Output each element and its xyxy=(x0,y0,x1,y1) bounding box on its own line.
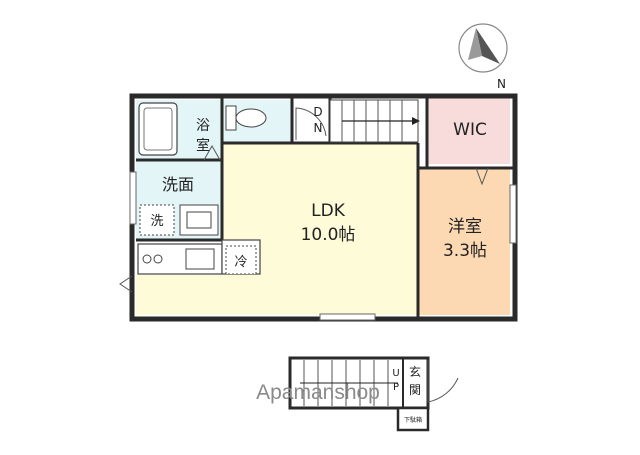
shoe-box xyxy=(396,406,430,432)
wic-area xyxy=(427,98,510,164)
entrance-label-line2: 関 xyxy=(409,383,421,397)
stove-icon xyxy=(142,254,163,264)
toilet-icon xyxy=(225,105,267,131)
ldk-area xyxy=(222,143,418,315)
door-swing-icon xyxy=(119,107,489,293)
kitchen-counter xyxy=(137,239,261,275)
entrance-door-swing xyxy=(427,360,459,403)
bath-label-line2: 室 xyxy=(196,137,210,154)
washer-space xyxy=(139,204,175,236)
stair-down-label-d: D xyxy=(313,105,322,119)
bath-label-line1: 浴 xyxy=(196,118,210,134)
ldk-size-label: 10.0帖 xyxy=(301,225,356,245)
windows xyxy=(129,171,517,321)
stair-up-label-p: P xyxy=(393,382,399,393)
western-room-name-label: 洋室 xyxy=(448,217,482,237)
bathtub-icon xyxy=(138,102,178,156)
western-room-area xyxy=(418,168,510,315)
stair-up-label-u: U xyxy=(392,368,399,379)
western-room-size-label: 3.3帖 xyxy=(443,241,487,261)
entrance-label-line1: 玄 xyxy=(409,364,421,379)
stair-upper xyxy=(329,99,420,143)
sink-icon xyxy=(185,248,215,270)
shoe-box-label: 下駄箱 xyxy=(404,416,422,424)
fridge-label: 冷 xyxy=(234,255,247,270)
watermark-text: Apamanshop xyxy=(256,381,380,404)
vanity-icon xyxy=(179,204,219,236)
stair-down-label-n: N xyxy=(314,121,323,135)
fridge-space xyxy=(225,245,257,275)
ldk-name-label: LDK xyxy=(311,201,346,221)
washroom-label: 洗面 xyxy=(162,175,194,194)
washer-label: 洗 xyxy=(150,214,163,229)
stair-arrow-icon xyxy=(342,117,420,125)
compass-icon xyxy=(458,23,508,73)
wic-label: WIC xyxy=(453,120,487,140)
compass-north-label: N xyxy=(497,77,506,91)
compass-needle xyxy=(476,28,500,64)
entrance-stairs xyxy=(288,356,459,432)
